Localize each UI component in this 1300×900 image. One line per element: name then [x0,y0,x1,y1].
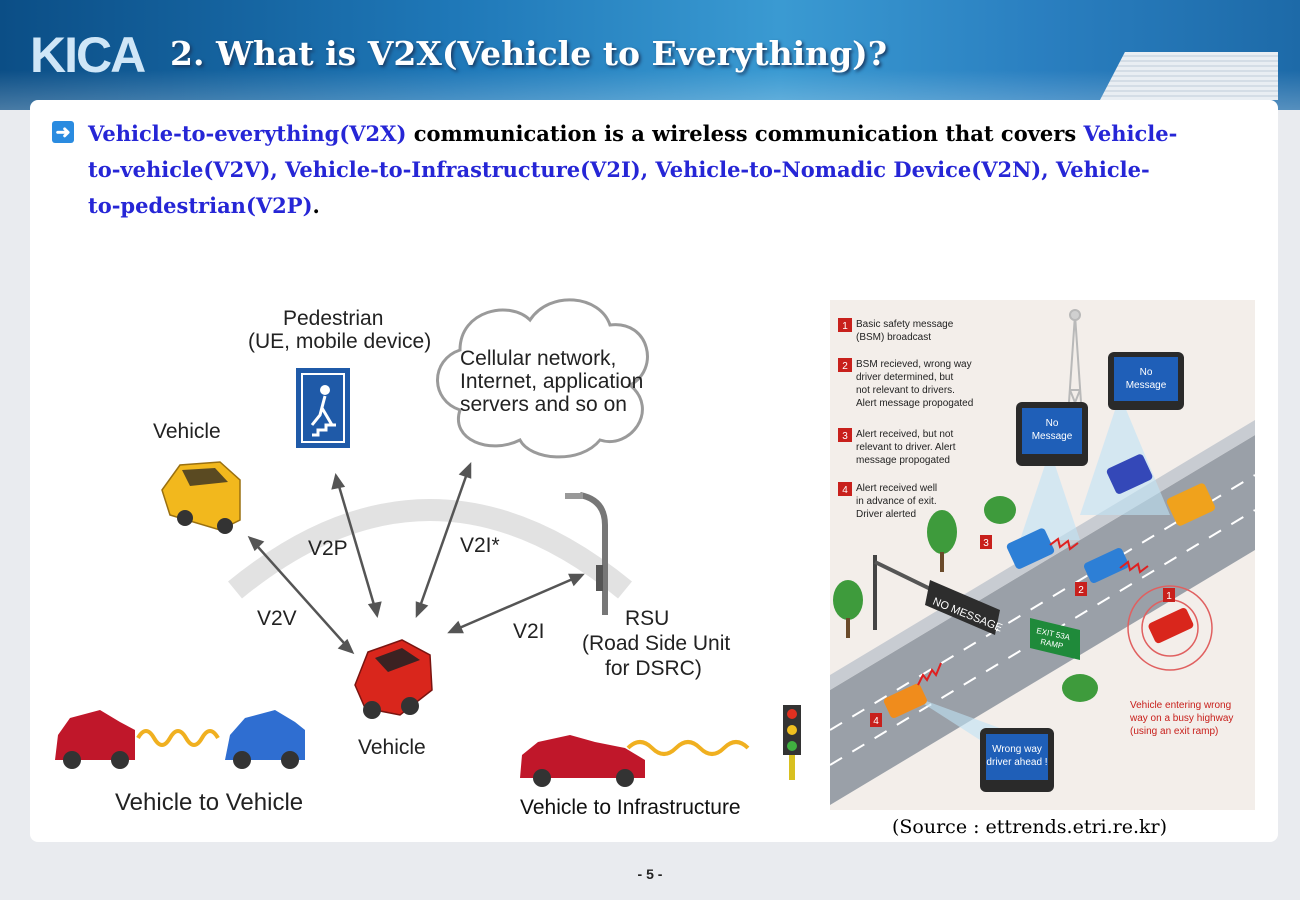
svg-text:2: 2 [1078,585,1084,596]
tree-icons [833,496,1098,702]
legend-item-2: 2 BSM recieved, wrong way driver determi… [838,358,973,409]
svg-text:driver determined, but: driver determined, but [856,372,953,383]
svg-text:Wrong way: Wrong way [992,744,1042,755]
svg-text:Message: Message [1126,380,1167,391]
screen-wrong-way: Wrong way driver ahead ! [910,695,1054,792]
svg-text:No: No [1046,418,1059,429]
intro-paragraph: Vehicle-to-everything(V2X) communication… [88,116,1178,224]
scenario-note-1: Vehicle entering wrong [1130,700,1231,711]
cloud-label-3: servers and so on [460,393,627,416]
svg-text:(BSM) broadcast: (BSM) broadcast [856,332,931,343]
v2p-label: V2P [308,537,348,560]
v2i-star-label: V2I* [460,534,500,557]
vehicle-icons [883,454,1215,719]
svg-text:3: 3 [842,431,848,442]
rsu-label-3: for DSRC) [605,657,702,680]
svg-text:Alert message propogated: Alert message propogated [856,398,973,409]
caption-v2i: Vehicle to Infrastructure [520,796,741,819]
header-banner [0,0,1300,110]
svg-text:Message: Message [1032,431,1073,442]
screen-no-message-2: No Message [1016,402,1088,540]
svg-text:Alert received, but not: Alert received, but not [856,429,953,440]
svg-text:3: 3 [983,538,989,549]
coverage-arc [228,499,632,599]
svg-text:Driver alerted: Driver alerted [856,509,916,520]
svg-text:No: No [1140,367,1153,378]
legend-item-4: 4 Alert received well in advance of exit… [838,482,937,520]
highway [830,435,1255,805]
svg-text:relevant to driver. Alert: relevant to driver. Alert [856,442,956,453]
kica-logo: KICA [30,27,146,83]
link-arrows [247,461,585,655]
cloud-label-2: Internet, application [460,370,643,393]
caption-v2v: Vehicle to Vehicle [115,789,303,816]
yellow-car-icon [161,461,241,534]
cloud-icon [436,298,649,459]
signal-lines [917,537,1149,686]
v2v-label: V2V [257,607,297,630]
svg-text:in advance of exit.: in advance of exit. [856,496,937,507]
cloud-label-1: Cellular network, [460,347,616,370]
scenario-note-3: (using an exit ramp) [1130,726,1218,737]
svg-text:driver ahead !: driver ahead ! [986,757,1047,768]
svg-text:4: 4 [873,716,879,727]
svg-text:2: 2 [842,361,848,372]
pedestrian-sublabel: (UE, mobile device) [248,330,431,353]
rsu-label-1: RSU [625,607,669,630]
scenario-note-2: way on a busy highway [1129,713,1233,724]
svg-text:message propogated: message propogated [856,455,950,466]
slide-title: 2. What is V2X(Vehicle to Everything)? [170,34,888,73]
page-number: - 5 - [637,866,663,882]
arrow-right-icon: ➜ [52,121,74,143]
legend-item-3: 3 Alert received, but not relevant to dr… [838,428,956,466]
rsu-lamp-post [565,492,608,615]
step-markers: 1 2 3 4 [870,535,1175,727]
header-tab-decoration [1100,52,1278,100]
svg-text:Basic safety message: Basic safety message [856,319,954,330]
red-car-icon [354,639,433,719]
intro-end: . [312,193,320,218]
svg-text:4: 4 [842,485,848,496]
svg-text:BSM recieved, wrong way: BSM recieved, wrong way [856,359,972,370]
v2i-illustration [520,705,801,787]
svg-text:Alert received well: Alert received well [856,483,937,494]
rsu-label-2: (Road Side Unit [582,632,730,655]
v2i-label: V2I [513,620,545,643]
pedestrian-icon [296,368,350,448]
exit-sign: EXIT 53A RAMP [1030,618,1080,660]
pedestrian-label: Pedestrian [283,307,383,330]
screen-no-message-1: No Message [1080,352,1184,515]
vehicle-center-label: Vehicle [358,736,426,759]
v2x-diagram: Cellular network, Internet, application … [55,298,801,819]
v2v-illustration [55,710,305,769]
legend-item-1: 1 Basic safety message (BSM) broadcast [838,318,954,343]
svg-text:not relevant to drivers.: not relevant to drivers. [856,385,955,396]
v2x-term: Vehicle-to-everything(V2X) [88,121,407,146]
svg-text:1: 1 [1166,591,1172,602]
svg-text:1: 1 [842,321,848,332]
vehicle-top-label: Vehicle [153,420,221,443]
source-citation: (Source : ettrends.etri.re.kr) [892,816,1168,838]
wrong-way-scenario: 1 Basic safety message (BSM) broadcast 2… [830,300,1255,810]
v2x-types: Vehicle- to-vehicle(V2V), Vehicle-to-Inf… [88,121,1178,218]
intro-text: communication is a wireless communicatio… [406,121,1084,146]
